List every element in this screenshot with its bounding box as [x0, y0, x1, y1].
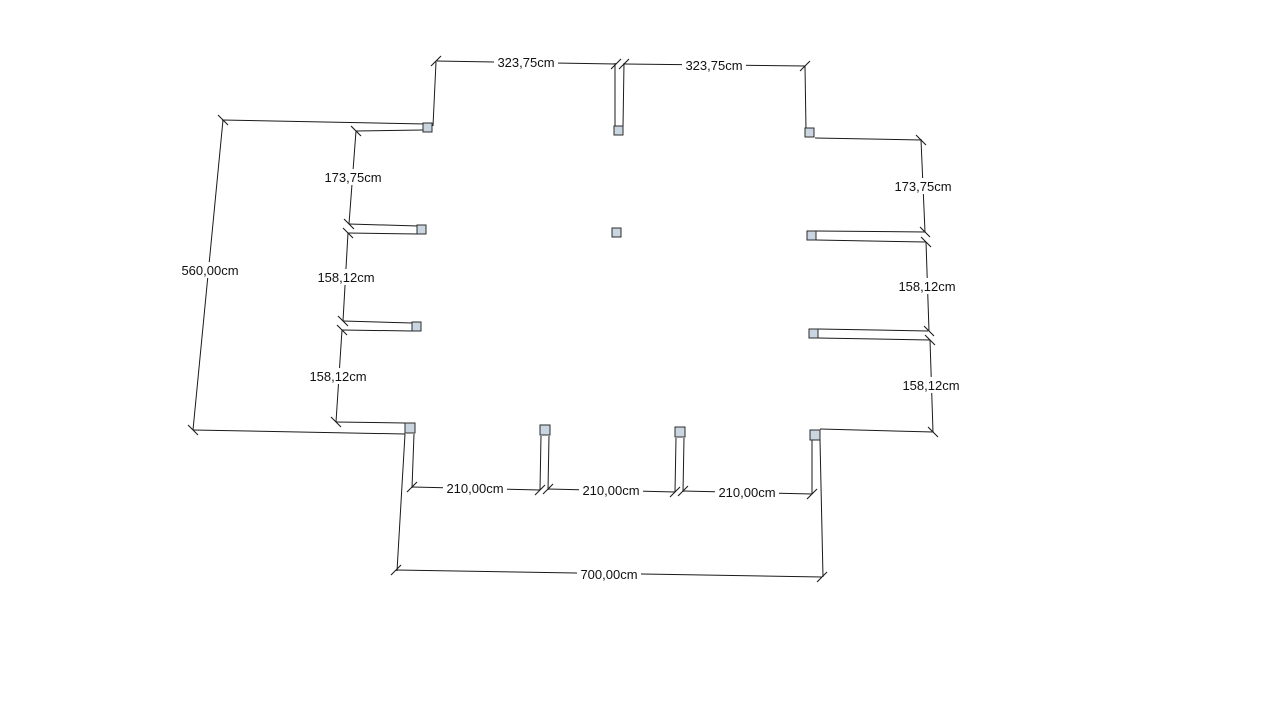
column-marker — [809, 429, 821, 441]
dimension-label: 158,12cm — [902, 378, 959, 393]
dimension-label: 210,00cm — [446, 481, 503, 496]
column-marker — [674, 426, 686, 438]
ext-line — [432, 61, 437, 127]
dimension-bottom-left: 210,00cm — [406, 480, 546, 496]
ext-line — [221, 119, 427, 125]
dimension-label: 210,00cm — [718, 485, 775, 500]
dimension-right-upper: 173,75cm — [891, 134, 955, 238]
dimension-label: 173,75cm — [894, 179, 951, 194]
dimension-top-left: 323,75cm — [430, 54, 622, 70]
columns — [404, 122, 821, 441]
dimension-right-lower: 158,12cm — [899, 334, 963, 438]
ext-line — [804, 65, 807, 131]
ext-line — [815, 239, 927, 243]
ext-line — [674, 437, 677, 493]
ext-line — [817, 328, 929, 332]
column-marker — [611, 227, 622, 238]
dimension-left-middle: 158,12cm — [314, 227, 378, 327]
ext-line — [547, 435, 550, 491]
ext-line — [814, 137, 923, 141]
ext-line — [192, 429, 406, 435]
dimension-top-right: 323,75cm — [618, 57, 811, 73]
ext-line — [347, 232, 419, 235]
dimension-label: 560,00cm — [181, 263, 238, 278]
dimension-left-upper: 173,75cm — [321, 125, 385, 230]
column-marker — [404, 422, 416, 434]
ext-line — [682, 437, 685, 493]
ext-line — [342, 320, 413, 324]
dimension-right-middle: 158,12cm — [895, 236, 959, 337]
column-marker — [539, 424, 551, 436]
dimension-label: 210,00cm — [582, 483, 639, 498]
dimension-label: 323,75cm — [497, 55, 554, 70]
dimension-label: 158,12cm — [898, 279, 955, 294]
dimension-bottom-middle: 210,00cm — [542, 482, 681, 498]
dimension-label: 158,12cm — [317, 270, 374, 285]
ext-line — [355, 129, 424, 132]
extension-lines — [192, 61, 934, 578]
column-marker — [422, 122, 433, 133]
ext-line — [411, 433, 415, 489]
column-marker — [806, 230, 817, 241]
ext-line — [817, 337, 931, 341]
dimension-left-overall: 560,00cm — [178, 114, 242, 436]
dimension-label: 323,75cm — [685, 58, 742, 73]
ext-line — [348, 223, 419, 227]
ext-line — [819, 428, 934, 433]
dimension-bottom-overall: 700,00cm — [390, 564, 828, 583]
column-marker — [804, 127, 815, 138]
column-marker — [411, 321, 422, 332]
column-marker — [613, 125, 624, 136]
ext-line — [539, 435, 542, 491]
ext-line — [622, 62, 625, 128]
dimension-left-lower: 158,12cm — [306, 324, 370, 428]
dimension-label: 173,75cm — [324, 170, 381, 185]
column-marker — [808, 328, 819, 339]
ext-line — [396, 433, 406, 572]
column-marker — [416, 224, 427, 235]
ext-line — [815, 230, 926, 233]
dimension-bottom-right: 210,00cm — [677, 484, 818, 500]
ext-line — [341, 329, 413, 332]
dimension-label: 700,00cm — [580, 567, 637, 582]
ext-line — [819, 439, 824, 578]
ext-line — [335, 421, 406, 424]
dimension-label: 158,12cm — [309, 369, 366, 384]
